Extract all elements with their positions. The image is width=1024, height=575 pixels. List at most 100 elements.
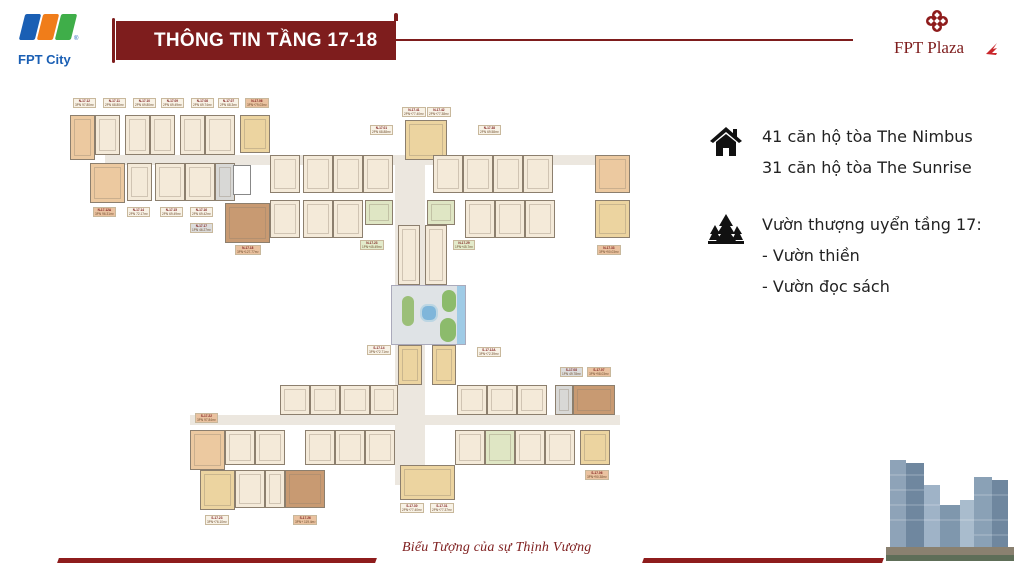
unit-n-17-03[interactable] — [333, 155, 363, 193]
sky-garden — [391, 285, 466, 345]
unit-s-17-08[interactable] — [555, 385, 573, 415]
unit-n-17-31[interactable] — [495, 200, 525, 238]
unit-n-17-17[interactable] — [215, 163, 235, 201]
unit-s-17-28[interactable] — [335, 430, 365, 465]
unit-n-17-20[interactable] — [303, 200, 333, 238]
unit-n-17-36[interactable] — [433, 155, 463, 193]
unit-n-17-38[interactable] — [463, 155, 493, 193]
unit-n-17-11[interactable] — [95, 115, 120, 155]
unit-n-17-16[interactable] — [185, 163, 215, 201]
fpt-plaza-emblem-icon — [926, 10, 948, 32]
unit-s-17-09[interactable] — [517, 385, 547, 415]
unit-n-17-32[interactable] — [525, 200, 555, 238]
unit-s-17-30-31[interactable] — [400, 465, 455, 500]
unit-s-17-15[interactable] — [370, 385, 398, 415]
sunrise-count: 31 căn hộ tòa The Sunrise — [762, 158, 972, 177]
title-banner: THÔNG TIN TẦNG 17-18 — [112, 13, 398, 63]
unit-s-17-02[interactable] — [485, 430, 515, 465]
unit-n-17-33[interactable] — [595, 200, 630, 238]
unit-s-17-12[interactable] — [457, 385, 487, 415]
unit-s-17-20[interactable] — [255, 430, 285, 465]
elevator-core — [233, 165, 251, 195]
page-title: THÔNG TIN TẦNG 17-18 — [154, 30, 378, 51]
garden-heading: Vườn thượng uyển tầng 17: — [762, 215, 982, 234]
unit-s-17-29[interactable] — [365, 430, 395, 465]
unit-n-17-26-27[interactable] — [425, 225, 447, 285]
registered-mark: ® — [74, 36, 79, 42]
fpt-plaza-wing-icon — [986, 43, 997, 55]
unit-n-17-19[interactable] — [270, 200, 300, 238]
unit-n-17-30[interactable] — [465, 200, 495, 238]
unit-s-17-03[interactable] — [515, 430, 545, 465]
unit-s-17-23[interactable] — [200, 470, 235, 510]
unit-n-17-04[interactable] — [303, 155, 333, 193]
unit-s-17-06[interactable] — [580, 430, 610, 465]
unit-s-17-07[interactable] — [573, 385, 615, 415]
unit-n-17-02[interactable] — [363, 155, 393, 193]
unit-n-17-14[interactable] — [127, 163, 152, 201]
fpt-logo-mark-icon — [18, 14, 78, 42]
unit-n-17-37[interactable] — [493, 155, 523, 193]
building-photo — [882, 455, 1022, 570]
fpt-city-logo: ® FPT City — [16, 14, 80, 70]
unit-n-17-07[interactable] — [205, 115, 235, 155]
unit-n-17-29[interactable] — [427, 200, 455, 225]
unit-n-17-06[interactable] — [240, 115, 270, 153]
unit-s-17-27[interactable] — [305, 430, 335, 465]
unit-s-17-04[interactable] — [545, 430, 575, 465]
unit-s-17-22[interactable] — [190, 430, 225, 470]
unit-s-17-18[interactable] — [310, 385, 340, 415]
unit-n-17-05[interactable] — [270, 155, 300, 193]
footer-divider-left — [57, 558, 377, 563]
garden-item-reading: - Vườn đọc sách — [762, 277, 890, 296]
footer-divider-right — [642, 558, 884, 563]
unit-s-17-25[interactable] — [265, 470, 285, 508]
unit-s-17-14[interactable] — [398, 345, 422, 385]
unit-s-17-01[interactable] — [455, 430, 485, 465]
unit-n-17-12[interactable] — [70, 115, 95, 160]
unit-s-17-21[interactable] — [225, 430, 255, 465]
fpt-plaza-name: FPT Plaza — [894, 38, 965, 57]
unit-s-17-24[interactable] — [235, 470, 265, 508]
unit-n-17-10[interactable] — [125, 115, 150, 155]
unit-s-17-10[interactable] — [487, 385, 517, 415]
unit-s-17-26[interactable] — [285, 470, 325, 508]
unit-n-17-34[interactable] — [595, 155, 630, 193]
unit-s-17-12a[interactable] — [432, 345, 456, 385]
unit-n-17-21[interactable] — [333, 200, 363, 238]
unit-n-17-08[interactable] — [180, 115, 205, 155]
unit-n-17-41-42[interactable] — [405, 120, 447, 160]
unit-s-17-17[interactable] — [340, 385, 370, 415]
sunrise-corridor — [190, 415, 620, 425]
unit-n-17-35[interactable] — [523, 155, 553, 193]
unit-n-17-23[interactable] — [365, 200, 393, 225]
unit-n-17-18[interactable] — [225, 203, 270, 243]
unit-n-17-24-25[interactable] — [398, 225, 420, 285]
unit-s-17-19[interactable] — [280, 385, 310, 415]
unit-n-17-15[interactable] — [155, 163, 185, 201]
unit-n-17-12a[interactable] — [90, 163, 125, 203]
unit-n-17-09[interactable] — [150, 115, 175, 155]
